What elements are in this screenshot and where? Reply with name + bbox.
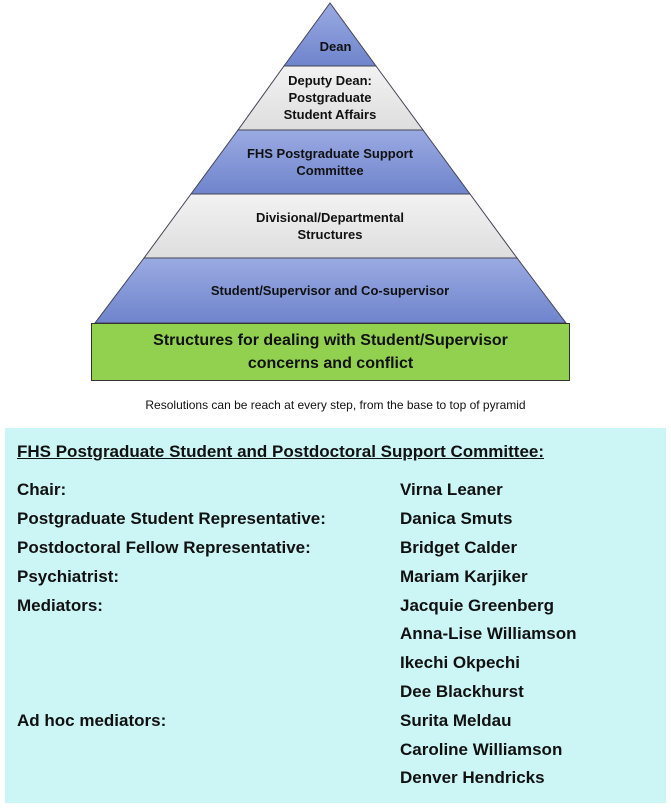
member-name: Denver Hendricks (400, 768, 545, 788)
tier-5-shape (94, 257, 567, 323)
member-row: Caroline Williamson (17, 735, 666, 764)
member-role: Chair: (17, 480, 67, 500)
member-row: Anna-Lise Williamson (17, 620, 666, 649)
member-name: Anna-Lise Williamson (400, 624, 577, 644)
member-name: Surita Meldau (400, 710, 512, 730)
tier-dean-label: Dean (319, 38, 352, 54)
member-role: Psychiatrist: (17, 566, 120, 586)
tier-deputy-dean-label: Deputy Dean: Postgraduate Student Affair… (283, 72, 377, 122)
member-role: Postdoctoral Fellow Representative: (17, 537, 311, 557)
member-row: Mediators: Jacquie Greenberg (17, 591, 666, 620)
member-name: Jacquie Greenberg (400, 595, 555, 615)
member-name: Dee Blackhurst (400, 681, 524, 701)
member-name: Danica Smuts (400, 509, 513, 529)
pyramid-diagram (94, 2, 567, 323)
member-role: Mediators: (17, 595, 103, 615)
tier-student-supervisor-label: Student/Supervisor and Co-supervisor (210, 282, 450, 298)
resolution-note: Resolutions can be reach at every step, … (145, 398, 526, 412)
tier-fhs-committee-label: FHS Postgraduate Support Committee (246, 146, 414, 178)
committee-title: FHS Postgraduate Student and Postdoctora… (17, 442, 545, 461)
member-row: Postdoctoral Fellow Representative: Bridg… (17, 534, 666, 563)
member-row: Dee Blackhurst (17, 678, 666, 707)
member-row: Chair: Virna Leaner (17, 476, 666, 505)
member-name: Ikechi Okpechi (400, 653, 520, 673)
member-name: Bridget Calder (400, 537, 518, 557)
base-structures-box: Structures for dealing with Student/Supe… (91, 323, 570, 381)
member-row: Ikechi Okpechi (17, 649, 666, 678)
member-row: Denver Hendricks (17, 764, 666, 793)
member-row: Postgraduate Student Representative: Dani… (17, 505, 666, 534)
member-role: Postgraduate Student Representative: (17, 509, 326, 529)
member-name: Virna Leaner (400, 480, 503, 500)
tier-divisional-label: Divisional/Departmental Structures (255, 210, 405, 242)
member-row: Psychiatrist: Mariam Karjiker (17, 562, 666, 591)
member-row: Ad hoc mediators: Surita Meldau (17, 706, 666, 735)
member-name: Mariam Karjiker (400, 566, 528, 586)
committee-panel: FHS Postgraduate Student and Postdoctora… (5, 428, 666, 803)
member-role: Ad hoc mediators: (17, 710, 167, 730)
member-name: Caroline Williamson (400, 739, 563, 759)
